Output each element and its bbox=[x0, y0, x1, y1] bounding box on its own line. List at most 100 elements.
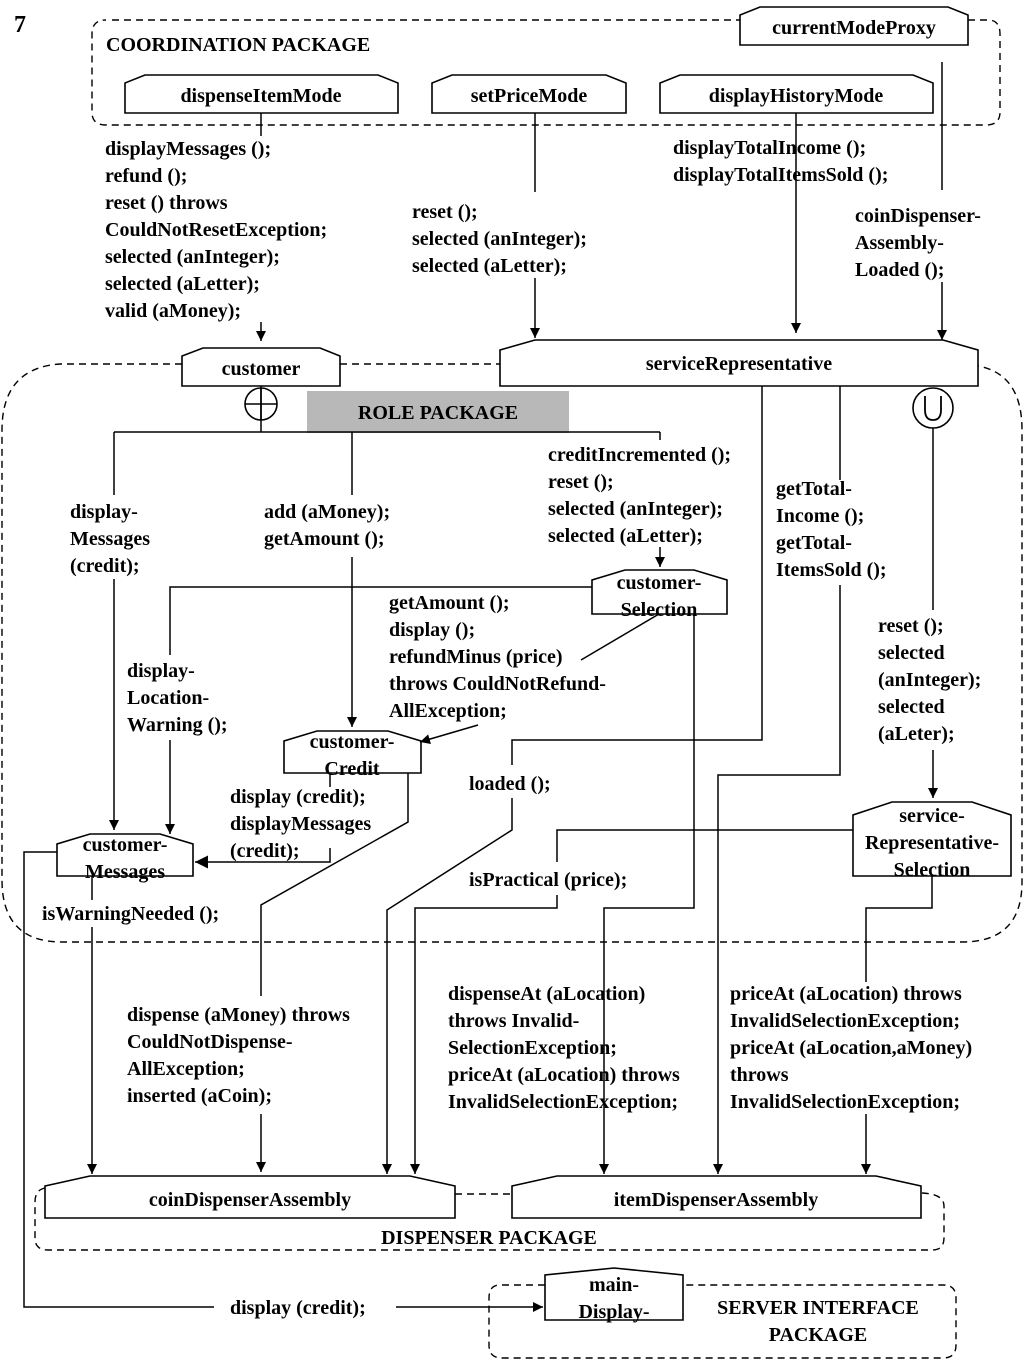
svg-text:dispenseAt (aLocation): dispenseAt (aLocation) bbox=[448, 983, 645, 1005]
svg-text:throws Invalid-: throws Invalid- bbox=[448, 1010, 579, 1032]
svg-text:AllException;: AllException; bbox=[389, 700, 507, 722]
svg-text:InvalidSelectionException;: InvalidSelectionException; bbox=[448, 1091, 678, 1113]
module-customer-messages[interactable]: customer- Messages bbox=[56, 833, 194, 883]
label-dispense-at: dispenseAt (aLocation) throws Invalid- S… bbox=[448, 983, 680, 1113]
svg-text:selected (aLetter);: selected (aLetter); bbox=[105, 273, 260, 295]
svg-text:currentModeProxy: currentModeProxy bbox=[772, 17, 936, 39]
module-service-representative[interactable]: serviceRepresentative bbox=[499, 339, 979, 387]
svg-text:reset ();: reset (); bbox=[878, 615, 944, 637]
coordination-package-title: COORDINATION PACKAGE bbox=[106, 34, 370, 56]
label-get-amount-display: getAmount (); display (); refundMinus (p… bbox=[389, 592, 606, 722]
svg-text:getAmount ();: getAmount (); bbox=[389, 592, 510, 614]
svg-text:ItemsSold ();: ItemsSold (); bbox=[776, 559, 887, 581]
svg-text:Warning ();: Warning (); bbox=[127, 714, 228, 736]
svg-text:selected (aLetter);: selected (aLetter); bbox=[412, 255, 567, 277]
svg-text:Location-: Location- bbox=[127, 687, 209, 709]
svg-text:(credit);: (credit); bbox=[70, 555, 140, 577]
svg-text:selected (anInteger);: selected (anInteger); bbox=[412, 228, 587, 250]
role-package-label-bg bbox=[307, 391, 569, 433]
svg-text:customer: customer bbox=[222, 358, 301, 380]
svg-text:customer-: customer- bbox=[83, 834, 168, 856]
svg-text:display-: display- bbox=[127, 660, 195, 682]
svg-text:reset () throws: reset () throws bbox=[105, 192, 228, 214]
module-customer-selection[interactable]: customer- Selection bbox=[591, 569, 728, 621]
svg-text:getTotal-: getTotal- bbox=[776, 532, 852, 554]
svg-text:selected (anInteger);: selected (anInteger); bbox=[548, 498, 723, 520]
svg-text:InvalidSelectionException;: InvalidSelectionException; bbox=[730, 1091, 960, 1113]
label-dispense-item-mode-ops: displayMessages (); refund (); reset () … bbox=[105, 138, 327, 322]
svg-text:selected (anInteger);: selected (anInteger); bbox=[105, 246, 280, 268]
svg-text:display ();: display (); bbox=[389, 619, 475, 641]
module-coin-dispenser-assembly[interactable]: coinDispenserAssembly bbox=[44, 1175, 456, 1219]
label-display-messages-credit: display- Messages (credit); bbox=[70, 501, 150, 577]
union-operator-icon bbox=[912, 387, 954, 429]
svg-text:CouldNotResetException;: CouldNotResetException; bbox=[105, 219, 327, 241]
svg-text:itemDispenserAssembly: itemDispenserAssembly bbox=[614, 1189, 818, 1211]
module-current-mode-proxy[interactable]: currentModeProxy bbox=[739, 6, 969, 46]
label-price-at: priceAt (aLocation) throws InvalidSelect… bbox=[730, 983, 972, 1113]
svg-text:SelectionException;: SelectionException; bbox=[448, 1037, 617, 1059]
svg-text:inserted (aCoin);: inserted (aCoin); bbox=[127, 1085, 272, 1107]
server-interface-package-boundary bbox=[488, 1284, 957, 1359]
module-set-price-mode[interactable]: setPriceMode bbox=[431, 74, 627, 114]
label-proxy-ops: coinDispenser- Assembly- Loaded (); bbox=[855, 205, 981, 281]
label-display-location-warning: display- Location- Warning (); bbox=[127, 660, 228, 736]
svg-text:selected (aLetter);: selected (aLetter); bbox=[548, 525, 703, 547]
svg-text:Credit: Credit bbox=[324, 758, 380, 780]
dispenser-package-title: DISPENSER PACKAGE bbox=[381, 1227, 597, 1249]
module-main-display[interactable]: main- Display- bbox=[544, 1267, 684, 1323]
svg-text:serviceRepresentative: serviceRepresentative bbox=[646, 353, 832, 375]
svg-text:selected: selected bbox=[878, 696, 945, 718]
server-interface-package-title-line1: SERVER INTERFACE bbox=[717, 1297, 919, 1319]
svg-text:creditIncremented ();: creditIncremented (); bbox=[548, 444, 731, 466]
svg-text:getTotal-: getTotal- bbox=[776, 478, 852, 500]
page-number: 7 bbox=[14, 12, 26, 38]
svg-text:Display-: Display- bbox=[578, 1301, 649, 1323]
svg-text:(credit);: (credit); bbox=[230, 840, 300, 862]
svg-text:InvalidSelectionException;: InvalidSelectionException; bbox=[730, 1010, 960, 1032]
label-display-history-mode-ops: displayTotalIncome (); displayTotalItems… bbox=[673, 137, 888, 186]
svg-text:display (credit);: display (credit); bbox=[230, 786, 366, 808]
svg-text:Selection: Selection bbox=[621, 599, 698, 621]
svg-text:reset ();: reset (); bbox=[548, 471, 614, 493]
svg-text:displayTotalIncome ();: displayTotalIncome (); bbox=[673, 137, 866, 159]
svg-text:(aLeter);: (aLeter); bbox=[878, 723, 955, 745]
label-display-credit-bottom: display (credit); bbox=[230, 1297, 366, 1319]
dispenser-package-boundary bbox=[34, 1187, 945, 1251]
svg-text:displayMessages ();: displayMessages (); bbox=[105, 138, 271, 160]
svg-text:refund ();: refund (); bbox=[105, 165, 187, 187]
label-sr-selection-ops: reset (); selected (anInteger); selected… bbox=[878, 615, 981, 745]
label-is-warning-needed: isWarningNeeded (); bbox=[42, 903, 219, 925]
svg-text:priceAt (aLocation) throws: priceAt (aLocation) throws bbox=[448, 1064, 680, 1086]
module-item-dispenser-assembly[interactable]: itemDispenserAssembly bbox=[511, 1175, 922, 1219]
label-credit-incremented: creditIncremented (); reset (); selected… bbox=[548, 444, 731, 547]
module-customer-credit[interactable]: customer- Credit bbox=[283, 730, 422, 780]
label-set-price-mode-ops: reset (); selected (anInteger); selected… bbox=[412, 201, 587, 277]
role-package-title: ROLE PACKAGE bbox=[358, 402, 518, 424]
svg-text:Assembly-: Assembly- bbox=[855, 232, 944, 254]
svg-text:CouldNotDispense-: CouldNotDispense- bbox=[127, 1031, 293, 1053]
coordination-package-boundary bbox=[91, 19, 1001, 126]
svg-text:displayMessages: displayMessages bbox=[230, 813, 371, 835]
module-dispense-item-mode[interactable]: dispenseItemMode bbox=[124, 74, 399, 114]
svg-text:refundMinus (price): refundMinus (price) bbox=[389, 646, 563, 668]
svg-text:throws: throws bbox=[730, 1064, 789, 1086]
svg-text:customer-: customer- bbox=[310, 731, 395, 753]
svg-text:Messages: Messages bbox=[70, 528, 150, 550]
module-customer[interactable]: customer bbox=[181, 347, 341, 387]
svg-text:Income ();: Income (); bbox=[776, 505, 864, 527]
svg-text:priceAt (aLocation) throws: priceAt (aLocation) throws bbox=[730, 983, 962, 1005]
svg-text:coinDispenserAssembly: coinDispenserAssembly bbox=[149, 1189, 351, 1211]
svg-text:coinDispenser-: coinDispenser- bbox=[855, 205, 981, 227]
module-service-representative-selection[interactable]: service- Representative- Selection bbox=[852, 801, 1012, 881]
svg-text:priceAt (aLocation,aMoney): priceAt (aLocation,aMoney) bbox=[730, 1037, 972, 1059]
module-display-history-mode[interactable]: displayHistoryMode bbox=[659, 74, 934, 114]
svg-text:Representative-: Representative- bbox=[865, 832, 999, 854]
svg-text:reset ();: reset (); bbox=[412, 201, 478, 223]
svg-text:getAmount ();: getAmount (); bbox=[264, 528, 385, 550]
label-is-practical: isPractical (price); bbox=[469, 869, 627, 891]
uses-connectors bbox=[23, 62, 947, 1312]
server-interface-package-title-line2: PACKAGE bbox=[769, 1324, 868, 1346]
svg-text:display-: display- bbox=[70, 501, 138, 523]
